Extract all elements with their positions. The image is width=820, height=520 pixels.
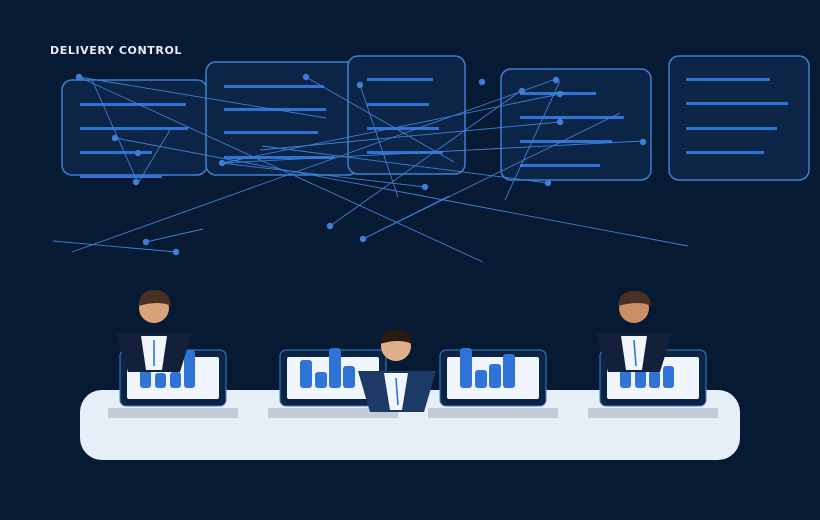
monitor-2: [279, 348, 387, 407]
monitor-3: [439, 348, 547, 407]
panel-2: [205, 61, 359, 176]
keyboards: [108, 408, 718, 418]
dashboard-panels: [61, 55, 810, 181]
operator-1: [116, 290, 192, 372]
desk: [80, 390, 740, 460]
panel-5: [668, 55, 810, 181]
panel-4: [500, 68, 652, 181]
page-title: DELIVERY CONTROL: [50, 44, 183, 57]
network-nodes: [75, 73, 647, 256]
panel-3: [347, 55, 466, 175]
operator-3: [596, 291, 672, 372]
operator-2: [358, 329, 436, 412]
network-lines: [52, 76, 689, 263]
